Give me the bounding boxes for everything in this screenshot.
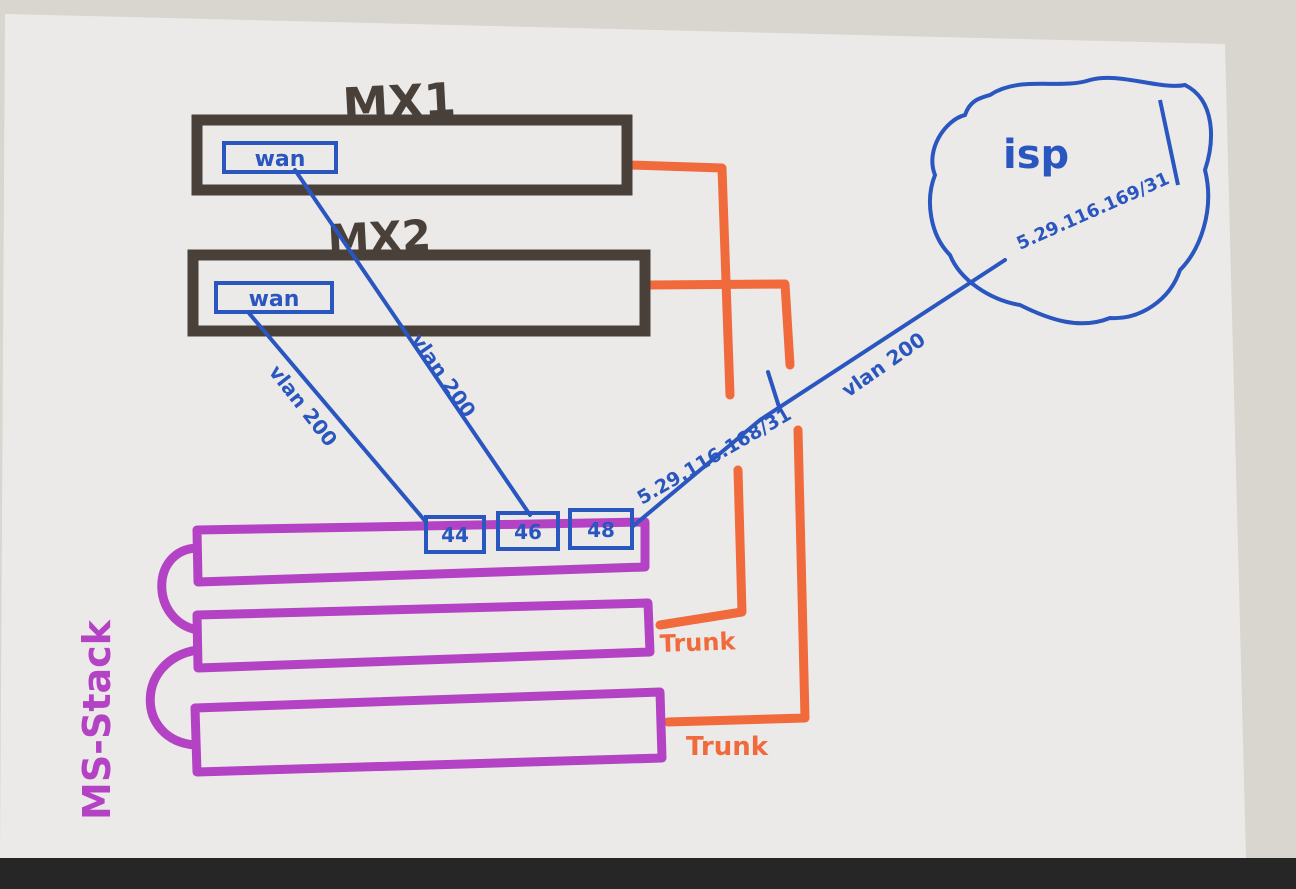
ms-stack-label: MS-Stack	[75, 619, 119, 820]
mx2-wan-link	[246, 310, 428, 524]
mx2-trunk-lower	[663, 425, 810, 727]
ms-stack	[145, 517, 667, 777]
mx2-wan-port	[214, 281, 334, 314]
port-44-label: 44	[441, 523, 469, 547]
trunk1-label: Trunk	[659, 627, 737, 658]
isp-label: isp	[1003, 132, 1069, 178]
port-44	[424, 515, 486, 554]
stack-switch-1	[192, 517, 650, 587]
port-46-label: 46	[514, 520, 542, 544]
stack-cable-1	[157, 543, 199, 635]
mx2-label: MX2	[326, 210, 432, 264]
stack-cable-2	[145, 645, 198, 750]
uplink-to-isp	[630, 258, 1007, 529]
mx1-trunk-upper	[625, 160, 735, 400]
mx1-device	[191, 114, 633, 196]
bottom-bar	[0, 858, 1296, 889]
mx2-wan-label: wan	[249, 287, 300, 312]
mx1-wan-label: wan	[255, 147, 306, 172]
isp-slash	[1158, 99, 1180, 186]
mx1-wan-port	[222, 141, 338, 174]
stack-switch-3	[190, 687, 667, 777]
isp-cloud	[928, 75, 1213, 326]
mx1-wan-link	[293, 168, 532, 517]
mx2-trunk-upper	[645, 279, 795, 370]
mx1-trunk-lower	[655, 465, 747, 630]
port-48-label: 48	[587, 518, 615, 542]
mx1-label: MX1	[341, 72, 457, 132]
stack-switch-2	[192, 598, 655, 673]
trunk2-label: Trunk	[686, 732, 769, 762]
uplink-slash	[766, 370, 782, 412]
mx2-device	[187, 249, 651, 337]
trunk-links	[625, 160, 810, 727]
